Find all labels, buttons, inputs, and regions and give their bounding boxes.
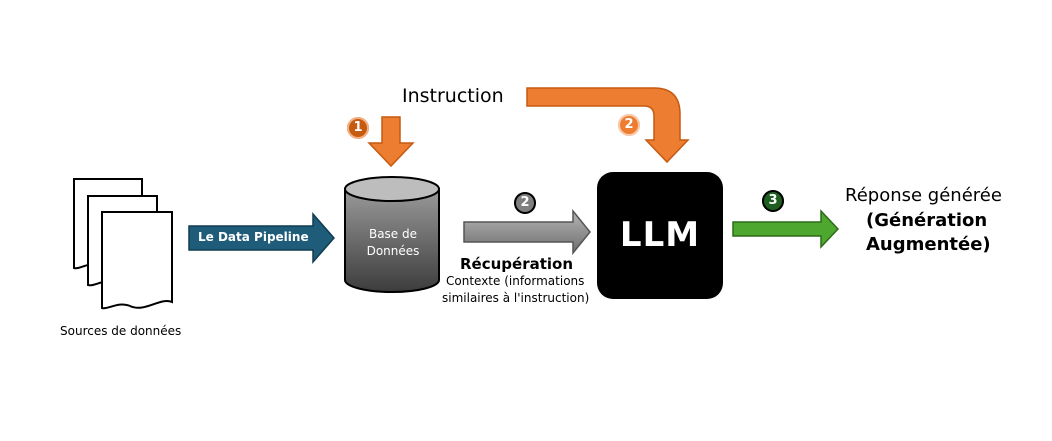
step-3-badge: 3 bbox=[762, 190, 784, 212]
response-line2: (Génération bbox=[866, 210, 988, 231]
retrieval-title: Récupération bbox=[460, 255, 574, 273]
output-arrow bbox=[732, 209, 840, 249]
retrieval-line2: similaires à l'instruction) bbox=[442, 291, 590, 305]
step-1-badge: 1 bbox=[347, 117, 369, 139]
llm-box bbox=[597, 172, 723, 299]
retrieval-arrow bbox=[463, 208, 591, 256]
step-2-retrieval-badge: 2 bbox=[514, 192, 536, 214]
database-icon bbox=[344, 176, 440, 293]
retrieval-line1: Contexte (informations bbox=[446, 274, 585, 288]
instruction-label: Instruction bbox=[402, 85, 504, 107]
instruction-to-llm-arrow bbox=[526, 87, 690, 164]
instruction-to-database-arrow bbox=[367, 116, 415, 168]
database-label-line2: Données bbox=[366, 244, 420, 258]
pipeline-arrow bbox=[188, 212, 335, 264]
step-2-instruction-badge: 2 bbox=[618, 114, 640, 136]
llm-label: LLM bbox=[619, 215, 701, 255]
response-line3: Augmentée) bbox=[866, 234, 991, 255]
sources-label: Sources de données bbox=[60, 324, 182, 338]
pipeline-label: Le Data Pipeline bbox=[198, 230, 309, 244]
documents-icon bbox=[73, 178, 173, 310]
response-line1: Réponse générée bbox=[845, 185, 1002, 206]
database-label-line1: Base de bbox=[368, 227, 418, 241]
